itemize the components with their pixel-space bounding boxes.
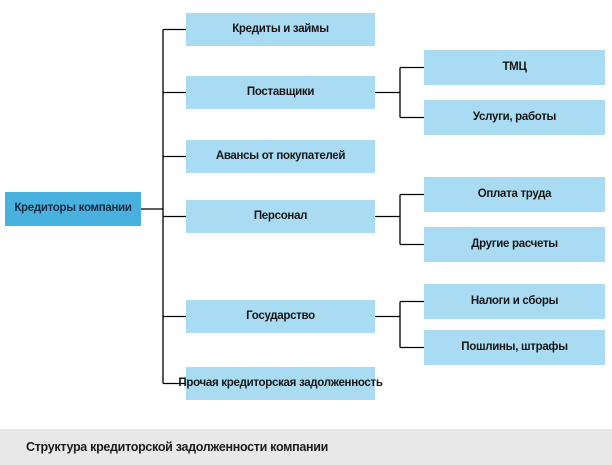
node-tmc: ТМЦ	[424, 50, 605, 85]
node-suppliers: Поставщики	[186, 76, 375, 109]
diagram-caption: Структура кредиторской задолженности ком…	[26, 440, 329, 454]
node-other-payables: Прочая кредиторская задолженность	[178, 367, 383, 400]
node-creditors-root: Кредиторы компании	[5, 192, 141, 226]
node-state: Государство	[186, 300, 375, 333]
node-services-works: Услуги, работы	[424, 100, 605, 135]
node-other-settlements: Другие расчеты	[424, 227, 605, 262]
node-personnel: Персонал	[186, 200, 375, 233]
node-buyer-advances: Авансы от покупателей	[186, 140, 375, 173]
node-duties-fines: Пошлины, штрафы	[424, 330, 605, 365]
node-taxes-fees: Налоги и сборы	[424, 284, 605, 319]
caption-band: Структура кредиторской задолженности ком…	[0, 429, 612, 465]
node-labor-payment: Оплата труда	[424, 177, 605, 212]
node-credits-loans: Кредиты и займы	[186, 13, 375, 46]
